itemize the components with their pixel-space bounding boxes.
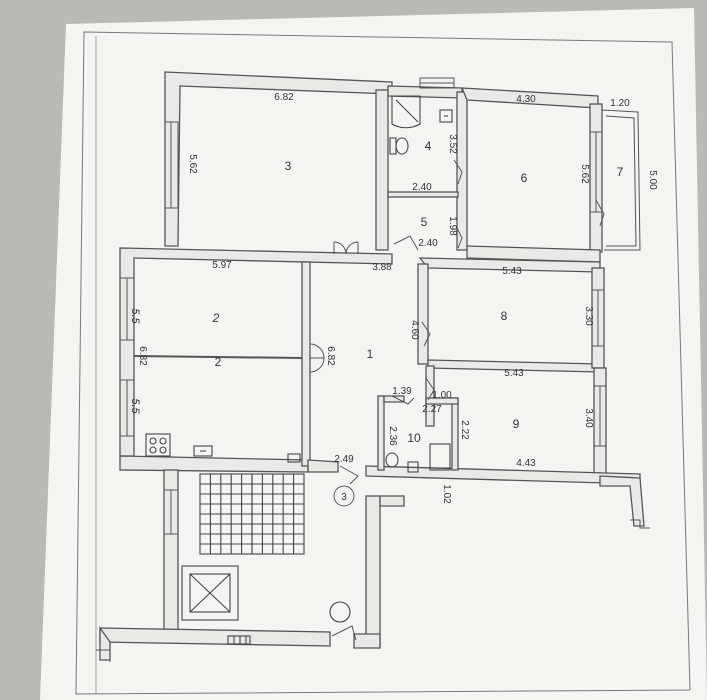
room-3-label: 3 [285,159,292,173]
dim-corridor: 1.02 [441,484,452,504]
dim-bath-door: 1.00 [432,390,452,401]
dim-room3-depth: 5.62 [187,154,198,174]
dim-entry: 2.49 [334,454,354,465]
dim-room9-bottom: 4.43 [516,458,536,469]
handwritten-dim-upper: 5.5 [129,308,141,324]
dim-room6-depth: 5.62 [579,164,590,184]
room-6-label: 6 [521,171,528,185]
dim-balcony-width: 1.20 [610,98,630,109]
room-9-label: 9 [513,417,520,431]
room-4-label: 4 [425,139,432,153]
dim-room2-width: 5.97 [212,260,232,271]
room-8-label: 8 [501,309,508,323]
dim-bath-width: 2.27 [422,404,442,415]
stair-marker-label: 3 [341,492,347,503]
walls [99,71,645,661]
dim-hall-left: 6.82 [325,346,336,366]
dim-room6-width: 4.30 [516,94,536,105]
dim-hall-top: 3.88 [372,262,392,273]
dim-room8-depth: 3.30 [583,306,594,326]
dim-bath-depth-right: 2.22 [459,420,470,440]
dim-room3-width: 6.82 [274,92,294,103]
room-2-upper-label: 2 [212,311,220,325]
dim-room8-width: 5.43 [502,266,522,277]
dim-room5-width: 2.40 [418,238,438,249]
paper-sheet [40,8,707,700]
dim-hall-right: 4.60 [409,320,420,340]
dimensions: 6.82 5.62 4.30 1.20 3.52 5.62 5.00 2.40 … [137,92,658,504]
dim-room9-depth: 3.40 [583,408,594,428]
section-mark [630,519,650,529]
stair-marker-circle [333,485,355,507]
dim-room9-width: 5.43 [504,368,524,379]
room-10-label: 10 [407,431,421,445]
handwritten-dim-lower: 5.5 [129,398,141,414]
stair-flight [199,473,305,555]
drawing-frame [75,31,691,695]
dim-room2-depth: 6.82 [137,346,148,366]
room-numbers: 3 4 5 6 7 2 2 1 8 9 10 3 [212,139,624,503]
doors [309,159,605,641]
room-1-label: 1 [367,347,374,361]
dim-room4-width: 2.40 [412,182,432,193]
dim-room5-depth: 1.98 [447,216,458,236]
section-mark-left [96,649,111,662]
dim-room4-depth: 3.52 [447,134,458,154]
room-5-label: 5 [421,215,428,229]
room-7-label: 7 [617,165,624,179]
dim-bath-entry: 1.39 [392,386,412,397]
fixtures [145,95,453,645]
room-2-lower-label: 2 [215,355,222,369]
handwritten-notes: 2 5.5 5.5 [129,308,141,414]
dim-balcony-depth: 5.00 [647,170,658,190]
dim-bath-depth-left: 2.36 [387,426,398,446]
windows [119,77,607,535]
